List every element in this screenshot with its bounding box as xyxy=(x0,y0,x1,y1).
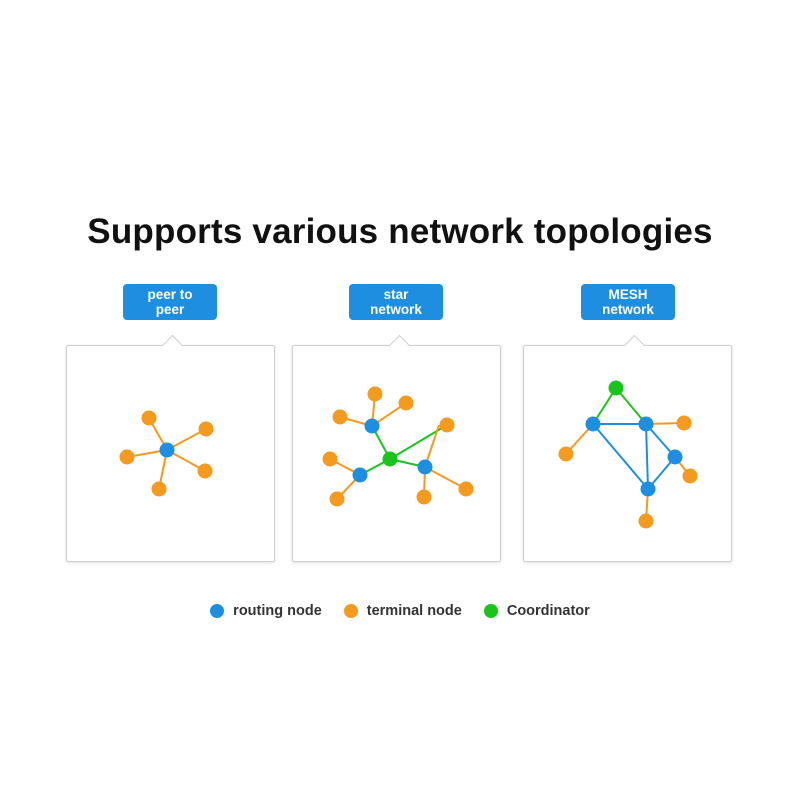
terminal-node xyxy=(141,410,157,426)
star-network-diagram xyxy=(322,386,474,507)
legend-label-terminal: terminal node xyxy=(366,603,462,619)
terminal-node xyxy=(367,386,383,402)
badge-mesh-network: MESH network xyxy=(581,284,675,320)
legend: routing node terminal node Coordinator xyxy=(0,603,800,619)
routing-node xyxy=(352,467,368,483)
legend-label-routing: routing node xyxy=(233,603,322,619)
terminal-node xyxy=(439,417,455,433)
panel-peer-to-peer xyxy=(66,334,275,562)
mesh-network-diagram xyxy=(558,380,698,529)
routing-node xyxy=(640,481,656,497)
routing-node xyxy=(417,459,433,475)
routing-node xyxy=(364,418,380,434)
routing-node xyxy=(159,442,175,458)
terminal-node xyxy=(322,451,338,467)
legend-item-coordinator: Coordinator xyxy=(483,603,590,619)
coordinator-node xyxy=(382,451,398,467)
edge-c-r2 xyxy=(615,387,647,425)
coordinator-dot-icon xyxy=(483,604,498,618)
panel-mesh-network xyxy=(523,334,732,562)
terminal-node xyxy=(558,446,574,462)
edge-r2-r4 xyxy=(645,423,649,490)
routing-node xyxy=(585,416,601,432)
terminal-node xyxy=(151,481,167,497)
terminal-node xyxy=(676,415,692,431)
panel-star-network xyxy=(292,334,501,562)
terminal-node xyxy=(119,449,135,465)
terminal-node xyxy=(198,421,214,437)
edge-r1-r4 xyxy=(592,423,649,490)
terminal-node xyxy=(458,481,474,497)
badge-peer-to-peer: peer to peer xyxy=(123,284,217,320)
terminal-node xyxy=(332,409,348,425)
edge-r3-t7 xyxy=(424,466,467,490)
terminal-node xyxy=(416,489,432,505)
terminal-node xyxy=(197,463,213,479)
routing-node-dot-icon xyxy=(210,604,225,618)
terminal-node xyxy=(329,491,345,507)
terminal-node xyxy=(682,468,698,484)
legend-label-coordinator: Coordinator xyxy=(506,603,590,619)
peer-to-peer-diagram xyxy=(119,410,214,497)
terminal-node xyxy=(638,513,654,529)
legend-item-routing: routing node xyxy=(210,603,322,619)
coordinator-node xyxy=(608,380,624,396)
terminal-node xyxy=(398,395,414,411)
page-title: Supports various network topologies xyxy=(87,212,713,251)
routing-node xyxy=(638,416,654,432)
terminal-node-dot-icon xyxy=(343,604,358,618)
legend-item-terminal: terminal node xyxy=(343,603,462,619)
badge-star-network: star network xyxy=(349,284,443,320)
edge-c-t9 xyxy=(389,424,448,460)
routing-node xyxy=(667,449,683,465)
